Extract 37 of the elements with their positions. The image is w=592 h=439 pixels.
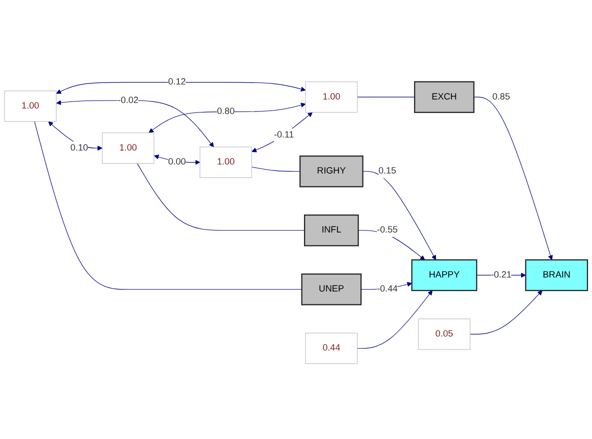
connector (136, 163, 305, 231)
edge-label: -0.11 (274, 130, 294, 140)
edge-label: 0.15 (378, 166, 396, 176)
node-box: UNEP (301, 273, 362, 306)
edge-label: 0.80 (216, 106, 235, 116)
edge-label: -0.21 (490, 270, 512, 280)
edge-label: 0.12 (168, 77, 186, 87)
arrow (358, 230, 426, 260)
arrow (474, 96, 553, 260)
node-box: HAPPY (411, 259, 478, 291)
edge-label: 0.85 (492, 92, 510, 102)
node-box: 0.05 (418, 318, 470, 350)
arrow (56, 100, 214, 148)
node-box: 0.44 (305, 332, 358, 364)
node-box: INFL (304, 214, 359, 246)
arrow (252, 112, 313, 152)
node-box: 1.00 (305, 81, 358, 113)
arrow (470, 290, 542, 334)
arrow (56, 82, 306, 94)
arrow (148, 102, 306, 133)
connector (356, 96, 415, 98)
arrow (356, 290, 433, 349)
node-box: BRAIN (525, 259, 588, 291)
node-box: RIGHY (299, 155, 364, 188)
arrow (362, 171, 436, 260)
edge-label: -0.44 (376, 284, 398, 294)
node-box: 1.00 (102, 132, 154, 164)
node-box: 1.00 (200, 146, 252, 178)
connector (34, 121, 302, 290)
node-box: 1.00 (4, 90, 57, 122)
arrow (48, 121, 102, 151)
edge-label: 0.00 (168, 157, 186, 167)
connector (251, 166, 300, 172)
edge-label: -0.02 (118, 95, 138, 105)
edge-label: 0.10 (70, 142, 88, 153)
edge-label: -0.55 (376, 225, 398, 235)
node-box: EXCH (414, 81, 474, 113)
